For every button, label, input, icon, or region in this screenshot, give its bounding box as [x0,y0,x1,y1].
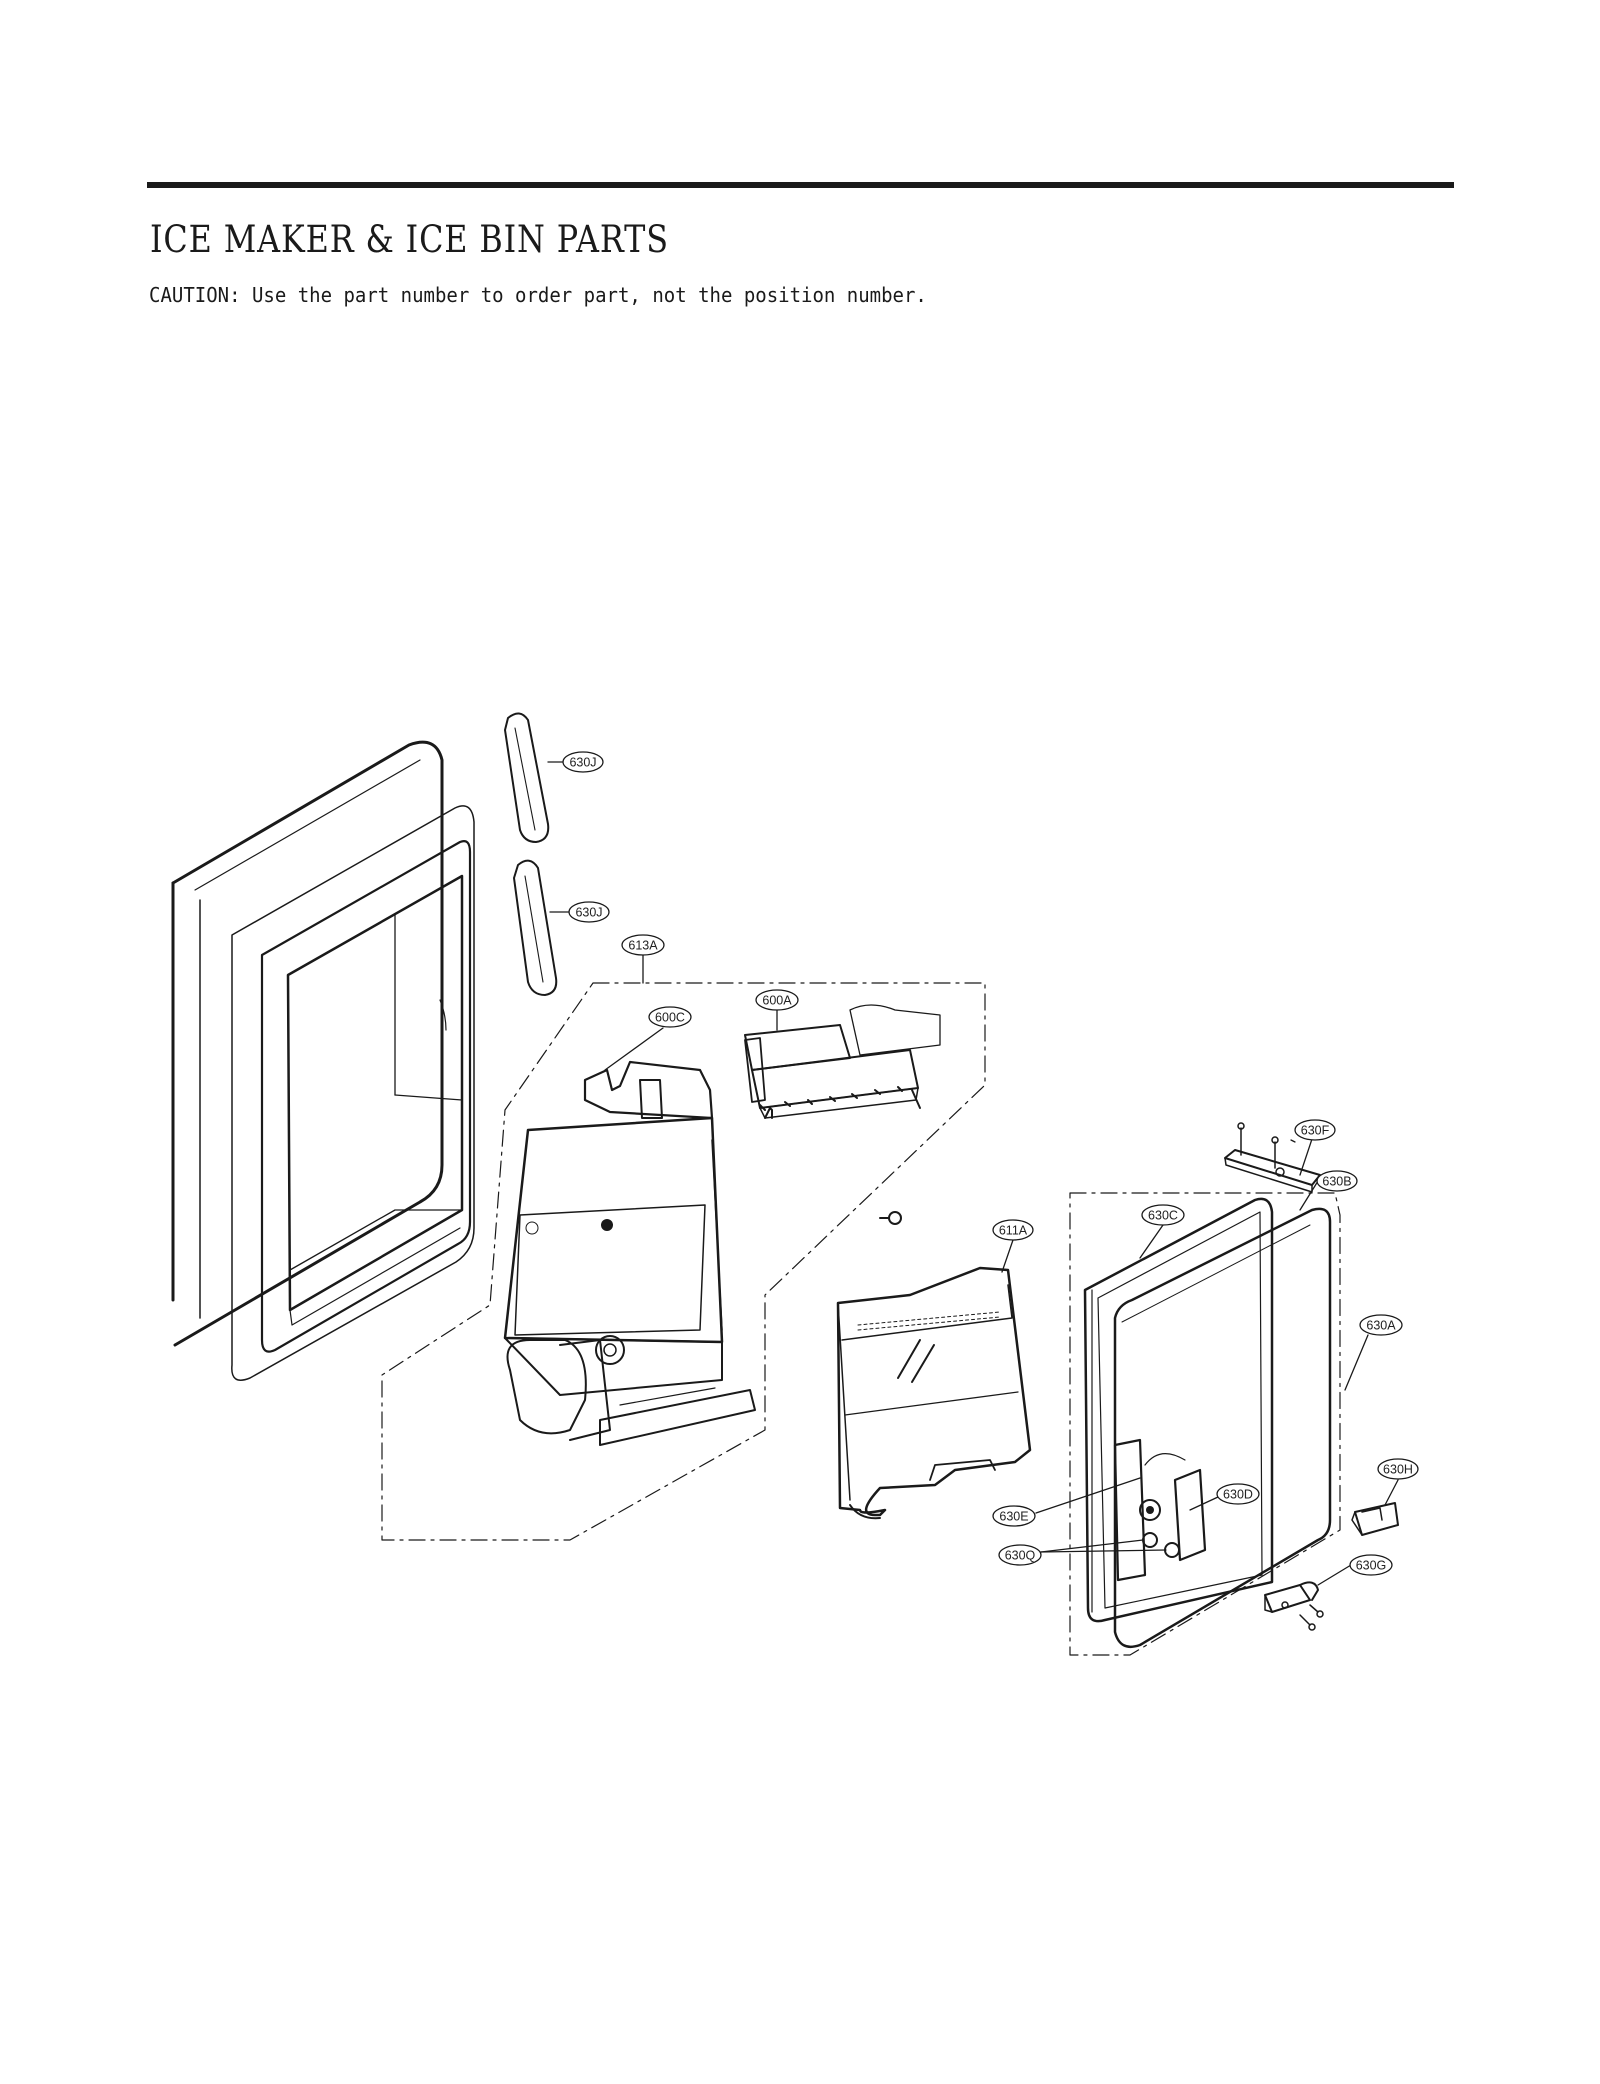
callout-613a: 613A [621,934,665,956]
door-liner-drawing [171,740,475,1381]
callout-630j-top: 630J [562,751,604,773]
assembly-boundary-630a [1069,1192,1341,1656]
callout-label: 630C [1148,1209,1178,1223]
callout-label: 630D [1223,1488,1253,1502]
callout-630j-bottom: 630J [568,901,610,923]
callout-630d: 630D [1216,1483,1260,1505]
callout-label: 630A [1366,1319,1396,1333]
leader-lines [547,761,1399,1586]
callout-label: 611A [999,1224,1028,1238]
page-title: ICE MAKER & ICE BIN PARTS [150,218,669,261]
callout-630q: 630Q [998,1544,1042,1566]
callout-611a: 611A [992,1219,1034,1241]
callout-label: 630G [1356,1559,1387,1573]
screw-knob-drawing [879,1211,902,1225]
gasket-630j-drawings [504,712,558,996]
callout-630a: 630A [1359,1314,1403,1336]
stopper-630h-drawing [1351,1502,1399,1536]
callout-600c: 600C [648,1006,692,1028]
callout-630b: 630B [1316,1170,1358,1192]
bracket-600c-drawing [503,1060,756,1446]
callout-label: 630E [999,1510,1028,1524]
callout-630h: 630H [1377,1458,1419,1480]
callout-630g: 630G [1349,1554,1393,1576]
callout-label: 630H [1383,1463,1413,1477]
icemaker-600a-drawing [744,1004,941,1119]
callout-630e: 630E [992,1505,1036,1527]
callout-label: 600A [762,994,792,1008]
bracket-630g-drawing [1264,1581,1324,1631]
callout-label: 630Q [1005,1549,1036,1563]
bin-door-630a-drawing [1083,1197,1332,1649]
header-rule [147,182,1454,188]
caution-note: CAUTION: Use the part number to order pa… [149,283,927,307]
ice-bin-611a-drawing [836,1266,1032,1520]
callout-label: 630J [569,756,596,770]
callout-label: 600C [655,1011,685,1025]
callout-label: 630F [1301,1124,1330,1138]
callout-label: 630B [1322,1175,1351,1189]
callout-label: 630J [575,906,602,920]
callout-600a: 600A [755,989,799,1011]
callout-label: 613A [628,939,658,953]
callout-630f: 630F [1294,1119,1336,1141]
callout-630c: 630C [1141,1204,1185,1226]
assembly-boundary-613a [381,982,986,1541]
